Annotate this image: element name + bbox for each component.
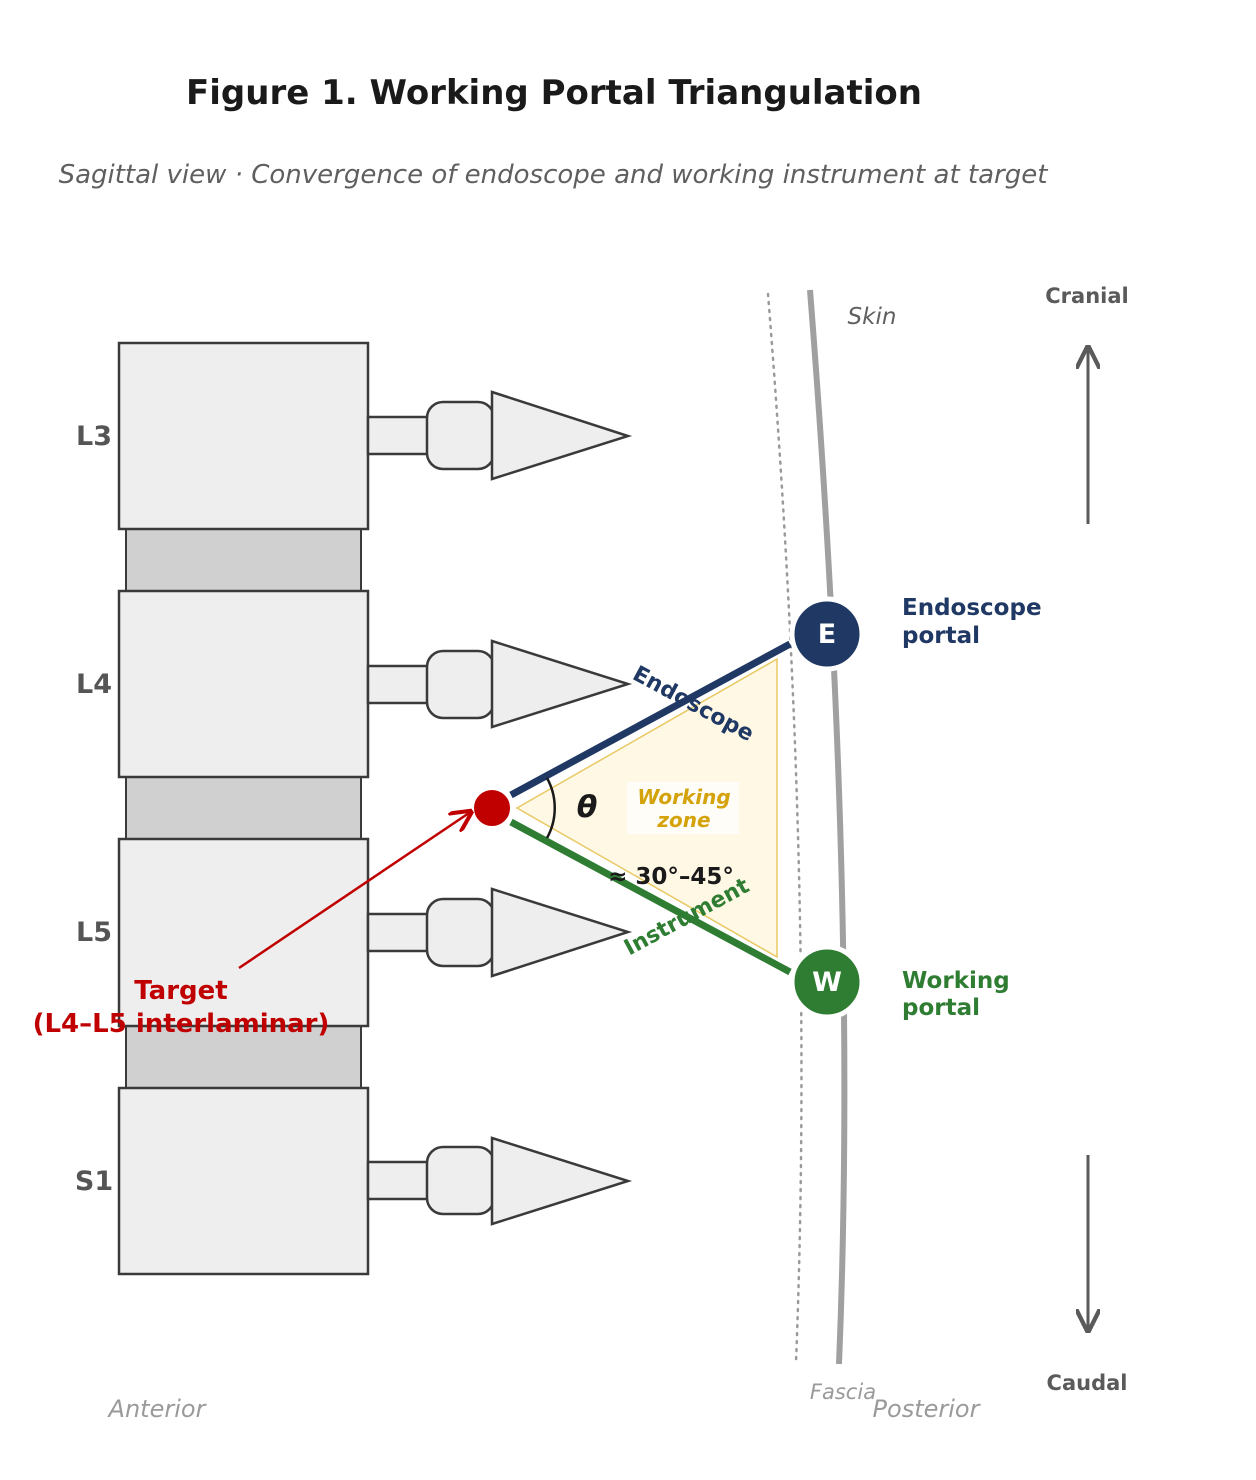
lamina bbox=[425, 1145, 496, 1216]
disc-l4-l5 bbox=[125, 776, 362, 840]
vertebral-body bbox=[117, 589, 370, 779]
working-zone-label: Working bbox=[637, 785, 730, 809]
endoscope-portal-letter: E bbox=[818, 619, 836, 650]
endoscope-portal: E Endoscope portal bbox=[789, 595, 1042, 672]
working-portal: W Working portal bbox=[789, 944, 1010, 1021]
angle-arc bbox=[545, 777, 556, 839]
vertebra-label-l3: L3 bbox=[76, 421, 112, 452]
angle-range-label: ≈ 30°–45° bbox=[608, 864, 734, 890]
working-portal-label: portal bbox=[902, 995, 980, 1021]
vertebra-label-l5: L5 bbox=[76, 917, 112, 948]
endoscope-portal-label: Endoscope bbox=[902, 595, 1042, 621]
vertebral-body bbox=[117, 1086, 370, 1276]
fascia-line bbox=[766, 292, 803, 1364]
pedicle bbox=[366, 1160, 432, 1201]
figure-title: Figure 1. Working Portal Triangulation bbox=[186, 73, 922, 113]
pedicle bbox=[366, 912, 432, 953]
lamina bbox=[425, 400, 496, 471]
anterior-label: Anterior bbox=[107, 1395, 208, 1423]
working-portal-label: Working bbox=[902, 968, 1010, 994]
theta-label: θ bbox=[577, 790, 598, 825]
pedicle bbox=[366, 415, 432, 456]
target-point bbox=[472, 788, 512, 828]
spinous-process bbox=[490, 639, 633, 729]
lamina bbox=[425, 649, 496, 720]
endoscope-portal-marker bbox=[789, 596, 865, 672]
pedicle bbox=[366, 664, 432, 705]
working-zone-label: zone bbox=[656, 808, 710, 832]
vertebral-body bbox=[117, 341, 370, 531]
target-pointer-arrow bbox=[238, 813, 469, 970]
vertebra-label-l4: L4 bbox=[76, 669, 112, 700]
vertebral-body bbox=[117, 837, 370, 1028]
instrument-path bbox=[509, 818, 792, 976]
spinous-process bbox=[490, 887, 633, 978]
caudal-label: Caudal bbox=[1047, 1371, 1128, 1395]
figure-subtitle: Sagittal view · Convergence of endoscope… bbox=[59, 160, 1049, 190]
fascia-label: Fascia bbox=[810, 1380, 876, 1404]
vertebra-l3: L3 bbox=[76, 341, 633, 531]
endoscope-portal-label: portal bbox=[902, 623, 980, 649]
skin-label: Skin bbox=[848, 304, 897, 330]
target-label: Target bbox=[134, 976, 227, 1006]
posterior-label: Posterior bbox=[873, 1395, 982, 1423]
working-portal-letter: W bbox=[812, 967, 842, 998]
disc-l3-l4 bbox=[125, 528, 362, 592]
vertebra-s1: S1 bbox=[75, 1086, 633, 1276]
endoscope-path bbox=[509, 640, 792, 799]
vertebra-l5: L5 bbox=[76, 837, 633, 1028]
spinous-process bbox=[490, 390, 633, 481]
spinous-process bbox=[490, 1136, 633, 1226]
working-zone-label-bg bbox=[627, 782, 739, 834]
lamina bbox=[425, 897, 496, 968]
vertebra-l4: L4 bbox=[76, 589, 633, 779]
cranial-label: Cranial bbox=[1045, 284, 1128, 308]
vertebra-label-s1: S1 bbox=[75, 1166, 113, 1197]
skin-line bbox=[807, 289, 848, 1365]
target-label: (L4–L5 interlaminar) bbox=[33, 1009, 330, 1039]
working-portal-marker bbox=[789, 944, 865, 1020]
